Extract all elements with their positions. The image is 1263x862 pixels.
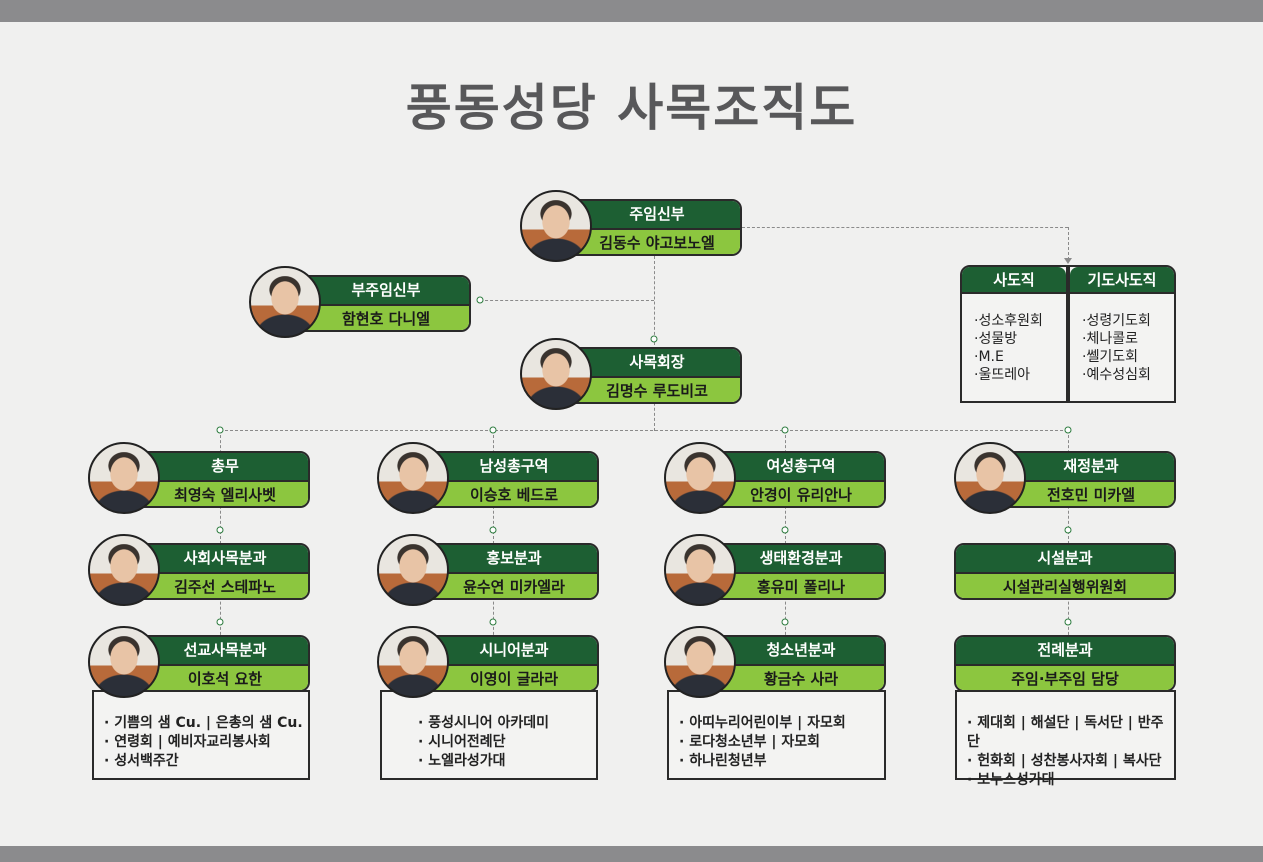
list-item: · 시니어전례단: [418, 734, 506, 750]
apostolate-box: 사도직 ·성소후원회 ·성물방 ·M.E ·울뜨레아: [960, 265, 1068, 403]
prayer-apostolate-box: 기도사도직 ·성령기도회 ·체나콜로 ·쎌기도회 ·예수성심회: [1068, 265, 1176, 403]
list-item: · 풍성시니어 아카데미: [418, 715, 549, 731]
avatar: [377, 442, 449, 514]
detail-box: · 풍성시니어 아카데미 · 시니어전례단 · 노엘라성가대: [380, 690, 598, 780]
list-item: ·체나콜로: [1082, 331, 1138, 347]
list-item: ·쎌기도회: [1082, 349, 1138, 365]
name-label: 주임·부주임 담당: [956, 663, 1174, 690]
list-item: ·성소후원회: [974, 313, 1043, 329]
list-item: · 연령회 | 예비자교리봉사회: [104, 734, 271, 750]
list-item: · 하나린청년부: [679, 753, 767, 769]
top-bar: [0, 0, 1263, 22]
list-item: · 제대회 | 해설단 | 독서단 | 반주단: [967, 715, 1164, 750]
avatar: [664, 626, 736, 698]
role-label: 전례분과: [956, 637, 1174, 664]
list-item: · 헌화회 | 성찬봉사자회 | 복사단: [967, 753, 1162, 769]
list-item: ·M.E: [974, 349, 1004, 365]
list-item: · 보누스성가대: [967, 772, 1055, 788]
avatar: [249, 266, 321, 338]
avatar: [664, 534, 736, 606]
avatar: [954, 442, 1026, 514]
list-item: ·성령기도회: [1082, 313, 1151, 329]
detail-box: · 제대회 | 해설단 | 독서단 | 반주단 · 헌화회 | 성찬봉사자회 | …: [955, 690, 1176, 788]
bottom-bar: [0, 846, 1263, 862]
avatar: [88, 534, 160, 606]
avatar: [520, 190, 592, 262]
detail-box: · 기쁨의 샘 Cu. | 은총의 샘 Cu. · 연령회 | 예비자교리봉사회 ·…: [92, 690, 310, 780]
avatar: [664, 442, 736, 514]
role-label: 시설분과: [956, 545, 1174, 572]
detail-box: · 아띠누리어린이부 | 자모회 · 로다청소년부 | 자모회 · 하나린청년부: [667, 690, 886, 780]
avatar: [520, 338, 592, 410]
avatar: [88, 626, 160, 698]
list-item: ·울뜨레아: [974, 367, 1030, 383]
avatar: [377, 626, 449, 698]
box-header: 사도직: [962, 267, 1066, 294]
page-title: 풍동성당 사목조직도: [405, 79, 858, 137]
list-item: ·성물방: [974, 331, 1018, 347]
box-header: 기도사도직: [1070, 267, 1174, 294]
list-item: · 노엘라성가대: [418, 753, 506, 769]
list-item: · 아띠누리어린이부 | 자모회: [679, 715, 846, 731]
list-item: · 로다청소년부 | 자모회: [679, 734, 820, 750]
list-item: · 성서백주간: [104, 753, 179, 769]
avatar: [88, 442, 160, 514]
list-item: ·예수성심회: [1082, 367, 1151, 383]
list-item: · 기쁨의 샘 Cu. | 은총의 샘 Cu.: [104, 715, 303, 731]
name-label: 시설관리실행위원회: [956, 571, 1174, 598]
avatar: [377, 534, 449, 606]
